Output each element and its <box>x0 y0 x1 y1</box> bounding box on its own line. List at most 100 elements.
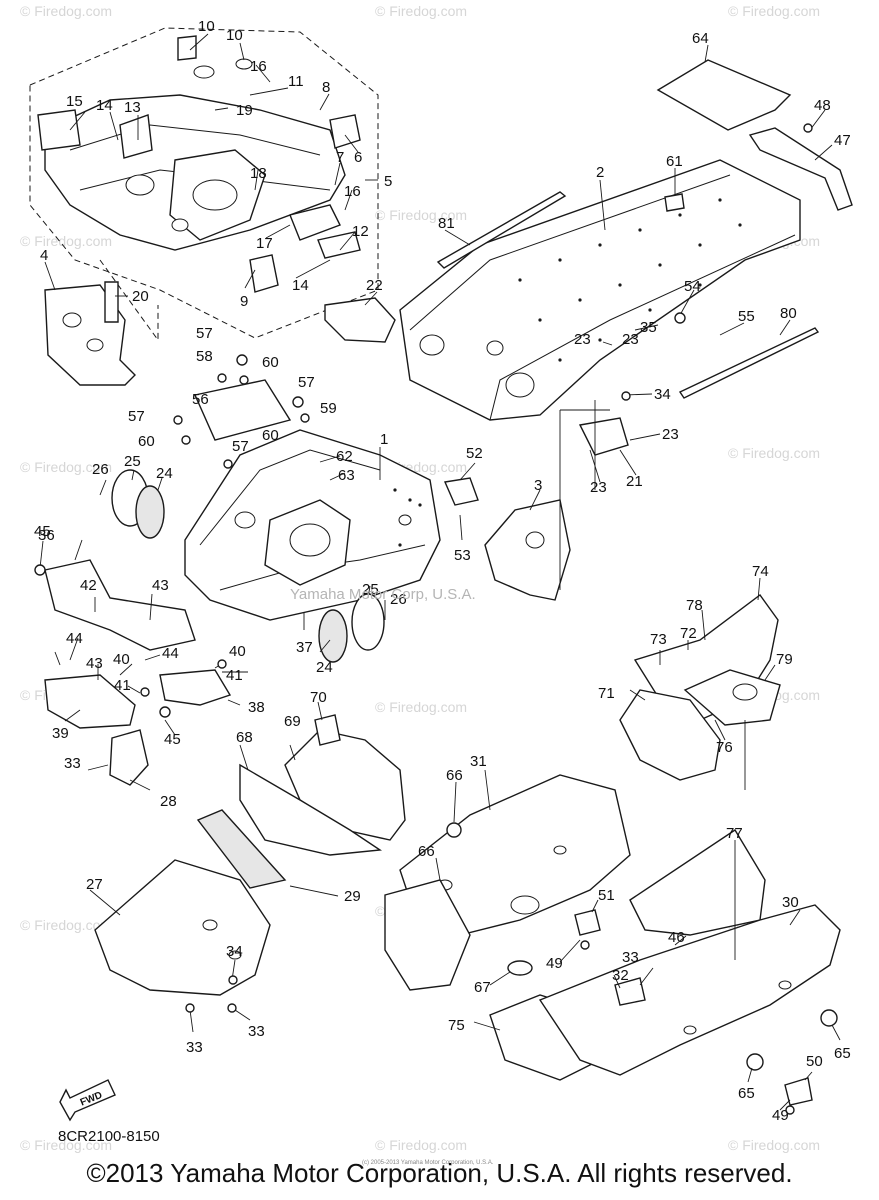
callout-number: 61 <box>666 153 683 170</box>
watermark: © Firedog.com <box>375 3 467 19</box>
bracket-21 <box>578 417 629 456</box>
watermark: © Firedog.com <box>375 207 467 223</box>
callout-number: 3 <box>534 477 542 494</box>
fwd-arrow: FWD <box>59 1079 116 1122</box>
callout-number: 18 <box>250 165 267 182</box>
grommet-65 <box>820 1009 838 1027</box>
callout-number: 67 <box>474 979 491 996</box>
bracket-28 <box>109 729 149 786</box>
callout-number: 78 <box>686 597 703 614</box>
callout-number: 50 <box>806 1053 823 1070</box>
callout-number: 49 <box>546 955 563 972</box>
callout-number: 57 <box>196 325 213 342</box>
callout-number: 30 <box>782 894 799 911</box>
leader-lines <box>39 33 841 1111</box>
callout-number: 60 <box>262 427 279 444</box>
callout-number: 49 <box>772 1107 789 1124</box>
callout-number: 26 <box>390 591 407 608</box>
bracket-38 <box>159 669 232 706</box>
callout-number: 25 <box>124 453 141 470</box>
callout-number: 23 <box>574 331 591 348</box>
callout-number: 1 <box>380 431 388 448</box>
callout-number: 36 <box>38 527 55 544</box>
callout-number: 31 <box>470 753 487 770</box>
callout-number: 42 <box>80 577 97 594</box>
callout-number: 44 <box>66 630 83 647</box>
callout-number: 13 <box>124 99 141 116</box>
callout-number: 5 <box>384 173 392 190</box>
callout-number: 57 <box>298 374 315 391</box>
callout-number: 24 <box>156 465 173 482</box>
callout-number: 63 <box>338 467 355 484</box>
callout-number: 16 <box>250 58 267 75</box>
callout-number: 12 <box>352 223 369 240</box>
callout-number: 76 <box>716 739 733 756</box>
lower-front-27 <box>94 859 271 996</box>
bracket-32 <box>614 977 646 1006</box>
callout-number: 21 <box>626 473 643 490</box>
bracket-47 <box>748 127 853 211</box>
plate-52 <box>443 477 479 506</box>
bracket-39 <box>44 674 136 729</box>
callout-number: 45 <box>34 523 51 540</box>
tunnel-2 <box>399 159 801 421</box>
strip-81 <box>436 191 567 269</box>
callout-number: 35 <box>640 319 657 336</box>
callout-number: 9 <box>240 293 248 310</box>
center-watermark: Yamaha Motor Corp, U.S.A. <box>290 586 476 603</box>
fasteners <box>34 123 813 1115</box>
callout-number: 59 <box>320 400 337 417</box>
callout-number: 81 <box>438 215 455 232</box>
callout-number: 8 <box>322 79 330 96</box>
callout-number: 28 <box>160 793 177 810</box>
callout-number: 26 <box>92 461 109 478</box>
callout-number: 14 <box>96 97 113 114</box>
watermark: © Firedog.com <box>20 3 112 19</box>
callout-number: 43 <box>86 655 103 672</box>
callout-number: 52 <box>466 445 483 462</box>
callout-number: 2 <box>596 164 604 181</box>
running-board-30 <box>538 904 841 1076</box>
watermark: © Firedog.com <box>375 699 467 715</box>
callout-number: 74 <box>752 563 769 580</box>
watermark: © Firedog.com <box>20 1137 112 1153</box>
callout-number: 17 <box>256 235 273 252</box>
callout-number: 40 <box>229 643 246 660</box>
callout-number: 7 <box>336 149 344 166</box>
callout-number: 33 <box>64 755 81 772</box>
callout-number: 29 <box>344 888 361 905</box>
callout-number: 15 <box>66 93 83 110</box>
callout-number: 39 <box>52 725 69 742</box>
watermark: © Firedog.com <box>375 1137 467 1153</box>
callout-labels: 1 2 3 4 5 6 7 8 9 10 10 11 12 13 14 14 1… <box>34 18 851 1124</box>
seal-67 <box>507 960 533 976</box>
figure-code: 8CR2100-8150 <box>58 1128 160 1145</box>
callout-number: 37 <box>296 639 313 656</box>
callout-number: 66 <box>446 767 463 784</box>
callout-number: 48 <box>814 97 831 114</box>
callout-number: 53 <box>454 547 471 564</box>
flap-64 <box>656 59 792 131</box>
watermark: © Firedog.com <box>728 1137 820 1153</box>
callout-number: 65 <box>834 1045 851 1062</box>
callout-number: 11 <box>288 73 304 90</box>
callout-number: 38 <box>248 699 265 716</box>
callout-number: 80 <box>780 305 797 322</box>
callout-number: 23 <box>622 331 639 348</box>
callout-number: 10 <box>198 18 215 35</box>
callout-number: 56 <box>192 391 209 408</box>
bumper-36 <box>44 559 196 651</box>
plate-51 <box>574 909 601 936</box>
callout-number: 44 <box>162 645 179 662</box>
callout-number: 20 <box>132 288 149 305</box>
callout-number: 47 <box>834 132 851 149</box>
callout-number: 46 <box>668 929 685 946</box>
front-frame-1 <box>184 379 441 621</box>
bracket-3 <box>484 499 571 601</box>
watermark: © Firedog.com <box>728 3 820 19</box>
callout-number: 79 <box>776 651 793 668</box>
grommet-65 <box>746 1053 764 1071</box>
callout-number: 33 <box>186 1039 203 1056</box>
watermark: © Firedog.com <box>20 917 112 933</box>
